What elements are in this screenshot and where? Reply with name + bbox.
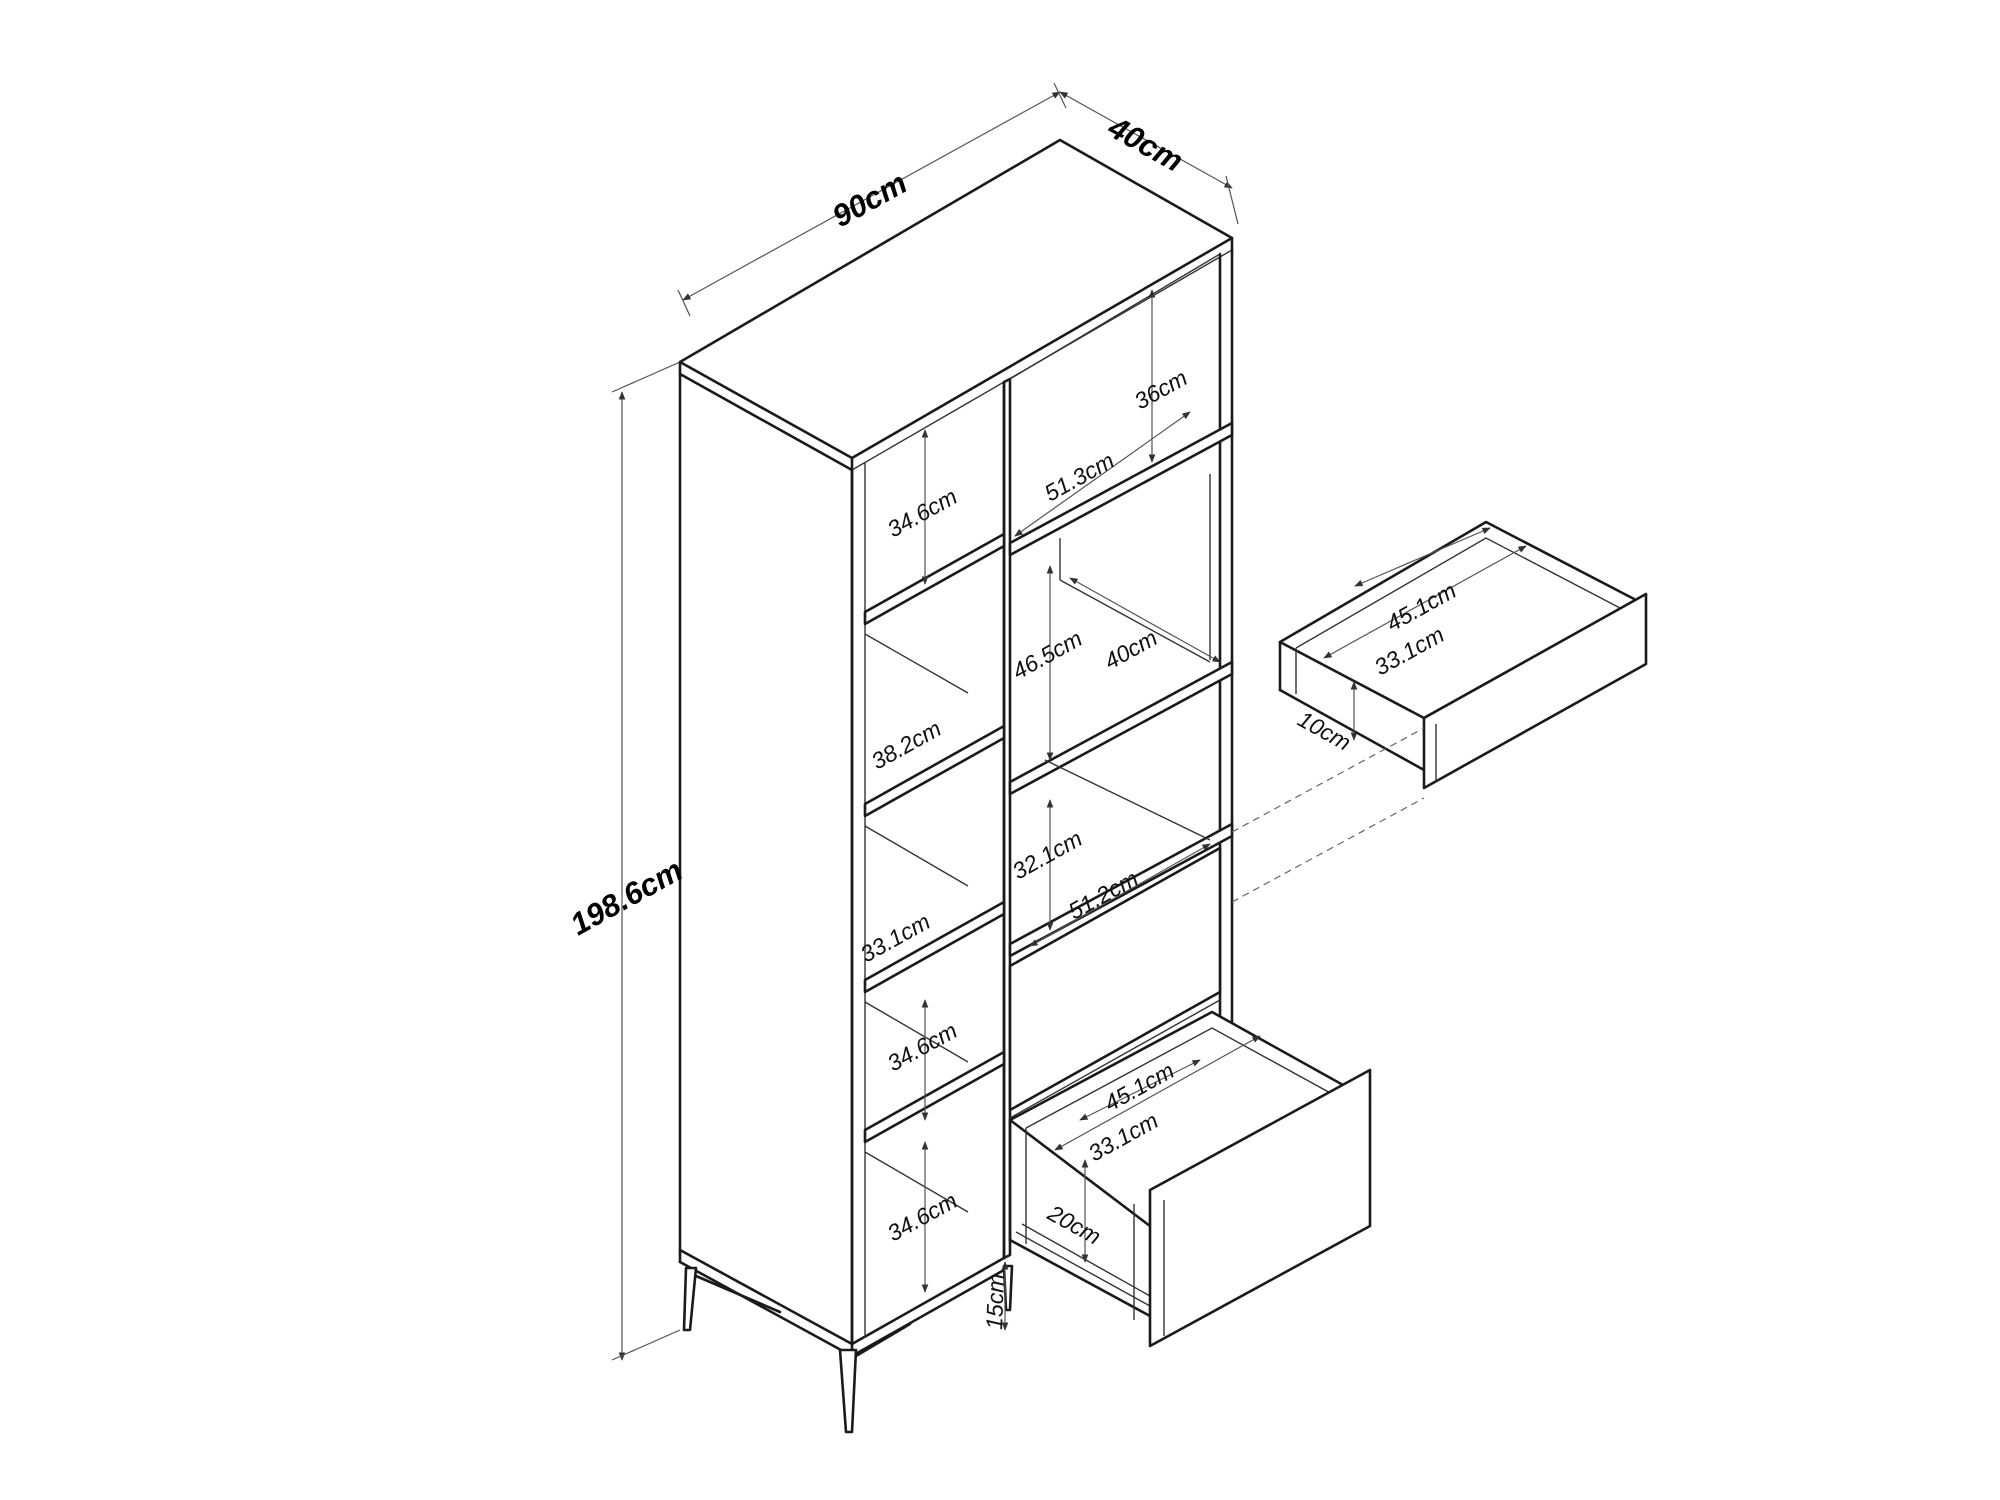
label-right-middle-depth: 40cm	[1100, 624, 1162, 674]
label-left-shelf-5: 34.6cm	[883, 1187, 962, 1246]
left-shelf-1	[863, 532, 1006, 626]
right-shelf-2	[1008, 660, 1234, 796]
internal-dimension-arrows	[921, 289, 1527, 1331]
left-shelf-4	[863, 1050, 1006, 1144]
label-leg-height: 15cm	[981, 1273, 1009, 1330]
left-shelf-3	[863, 900, 1006, 994]
label-right-top-height: 36cm	[1130, 364, 1192, 414]
left-shelf-2	[863, 724, 1006, 818]
label-left-shelf-4: 34.6cm	[883, 1017, 962, 1076]
label-left-shelf-1: 34.6cm	[883, 483, 962, 542]
label-overall-height: 198.6cm	[564, 852, 688, 942]
label-right-middle-height: 46.5cm	[1008, 625, 1087, 684]
cabinet-body	[678, 138, 1234, 1358]
front-center-leg	[838, 1348, 858, 1434]
label-small-drawer-height: 10cm	[1294, 706, 1356, 756]
large-drawer-front[interactable]	[1148, 1068, 1372, 1348]
label-large-drawer-height: 20cm	[1043, 1199, 1106, 1249]
label-overall-depth: 40cm	[1102, 109, 1189, 179]
left-side-panel	[678, 372, 854, 1346]
label-overall-width: 90cm	[826, 165, 912, 234]
left-column-shelves	[863, 532, 1006, 1213]
label-right-lower-height: 32.1cm	[1008, 825, 1087, 884]
overall-dimensions	[611, 82, 1239, 1361]
small-drawer-front[interactable]	[1422, 592, 1648, 790]
front-left-leg	[682, 1266, 698, 1332]
projection-lines	[1231, 727, 1425, 903]
